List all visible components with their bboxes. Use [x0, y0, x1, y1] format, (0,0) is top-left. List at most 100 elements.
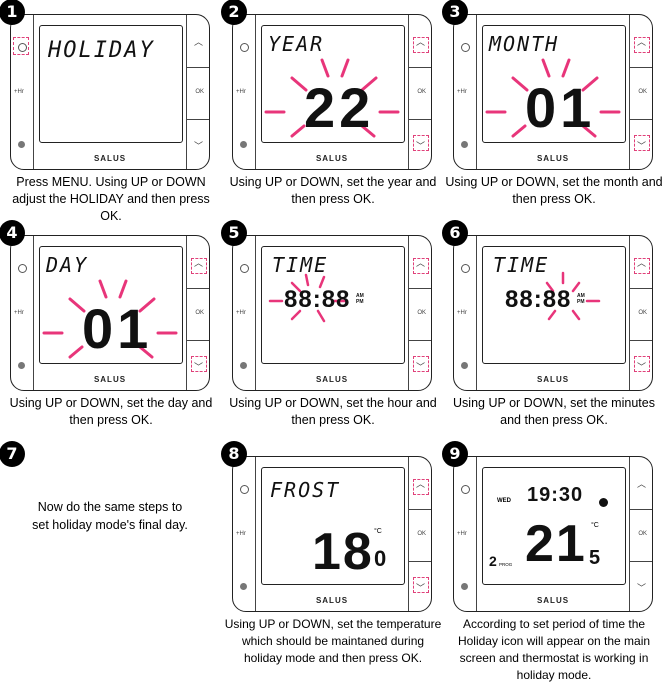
screen-label: MONTH [489, 32, 560, 56]
brand-logo: SALUS [93, 154, 127, 163]
thermostat-device: +Hr ︿ OK ﹀ WED 19:30 21 5 °C 2 PROG SALU… [453, 456, 653, 612]
step-caption: Now do the same steps to set holiday mod… [32, 500, 188, 532]
year-value: 22 [304, 76, 375, 139]
menu-button[interactable] [461, 43, 470, 52]
down-highlight [634, 135, 650, 151]
down-icon[interactable]: ﹀ [415, 362, 425, 372]
room-temperature: 21 [525, 515, 587, 573]
hr-button[interactable]: +Hr [14, 310, 24, 316]
lcd-screen: YEAR 22 [261, 25, 405, 143]
blink-rays [485, 58, 621, 138]
up-icon[interactable]: ︿ [193, 258, 203, 268]
lcd-screen: DAY 01 [39, 246, 183, 364]
time-value: 88:88 [505, 286, 572, 313]
lcd-screen: MONTH 01 [482, 25, 626, 143]
menu-button[interactable] [18, 264, 27, 273]
down-highlight [413, 356, 429, 372]
up-icon[interactable]: ︿ [636, 258, 646, 268]
up-icon[interactable]: ︿ [415, 258, 425, 268]
menu-button[interactable] [18, 43, 27, 52]
room-temperature-decimal: 5 [589, 547, 605, 569]
menu-button[interactable] [240, 264, 249, 273]
hr-button[interactable]: +Hr [236, 310, 246, 316]
power-button[interactable] [240, 362, 247, 369]
up-icon[interactable]: ︿ [415, 37, 425, 47]
down-icon[interactable]: ﹀ [636, 583, 646, 593]
step-4: 4 +Hr ︿ OK ﹀ DAY 01 SALUS Using UP or DO… [0, 220, 222, 442]
temperature-decimal: 0 [374, 546, 391, 571]
celsius-unit: °C [591, 522, 599, 529]
lcd-screen: HOLIDAY [39, 25, 183, 143]
celsius-unit: °C [374, 528, 382, 535]
hr-button[interactable]: +Hr [236, 531, 246, 537]
day-value: 01 [82, 297, 153, 360]
brand-logo: SALUS [536, 596, 570, 605]
down-icon[interactable]: ﹀ [636, 141, 646, 151]
menu-button[interactable] [461, 264, 470, 273]
power-button[interactable] [240, 141, 247, 148]
down-highlight [191, 356, 207, 372]
power-button[interactable] [461, 362, 468, 369]
up-highlight [413, 37, 429, 53]
weekday-label: WED [497, 498, 511, 504]
brand-logo: SALUS [315, 596, 349, 605]
step-1: 1 +Hr ︿ OK ﹀ HOLIDAY SALUS Press MENU. U… [0, 0, 222, 223]
menu-button[interactable] [240, 485, 249, 494]
ok-button[interactable]: OK [195, 89, 204, 95]
up-icon[interactable]: ︿ [636, 37, 646, 47]
menu-button[interactable] [461, 485, 470, 494]
step-number: 3 [442, 0, 468, 25]
ok-button[interactable]: OK [638, 89, 647, 95]
ok-button[interactable]: OK [638, 531, 647, 537]
ok-button[interactable]: OK [638, 310, 647, 316]
down-icon[interactable]: ﹀ [415, 583, 425, 593]
step-number: 1 [0, 0, 25, 25]
up-icon[interactable]: ︿ [636, 479, 646, 489]
step-8: 8 +Hr ︿ OK ﹀ FROST 18 0 °C SALUS Using U… [221, 441, 444, 665]
thermostat-device: +Hr ︿ OK ﹀ HOLIDAY SALUS [10, 14, 210, 170]
down-icon[interactable]: ﹀ [193, 362, 203, 372]
up-highlight [634, 37, 650, 53]
screen-label: FROST [270, 478, 341, 502]
step-caption: Using UP or DOWN, set the temperature wh… [224, 617, 442, 665]
step-number: 2 [221, 0, 247, 25]
up-icon[interactable]: ︿ [193, 37, 203, 47]
brand-logo: SALUS [536, 375, 570, 384]
hr-button[interactable]: +Hr [457, 310, 467, 316]
ok-button[interactable]: OK [417, 89, 426, 95]
step-number: 5 [221, 220, 247, 246]
brand-logo: SALUS [93, 375, 127, 384]
brand-logo: SALUS [315, 375, 349, 384]
power-button[interactable] [18, 141, 25, 148]
down-icon[interactable]: ﹀ [193, 141, 203, 151]
hr-button[interactable]: +Hr [236, 89, 246, 95]
power-button[interactable] [461, 583, 468, 590]
up-icon[interactable]: ︿ [415, 479, 425, 489]
menu-highlight [13, 37, 29, 55]
down-highlight [634, 356, 650, 372]
power-button[interactable] [18, 362, 25, 369]
blink-rays [264, 58, 400, 138]
ok-button[interactable]: OK [417, 310, 426, 316]
ok-button[interactable]: OK [417, 531, 426, 537]
screen-label: TIME [493, 253, 550, 277]
thermostat-device: +Hr ︿ OK ﹀ MONTH 01 SALUS [453, 14, 653, 170]
step-number: 6 [442, 220, 468, 246]
thermostat-device: +Hr ︿ OK ﹀ DAY 01 SALUS [10, 235, 210, 391]
down-icon[interactable]: ﹀ [636, 362, 646, 372]
holiday-icon [599, 498, 608, 507]
hr-button[interactable]: +Hr [457, 89, 467, 95]
down-icon[interactable]: ﹀ [415, 141, 425, 151]
ok-button[interactable]: OK [195, 310, 204, 316]
step-caption: Using UP or DOWN, set the hour and then … [229, 396, 437, 427]
power-button[interactable] [461, 141, 468, 148]
power-button[interactable] [240, 583, 247, 590]
thermostat-device: +Hr ︿ OK ﹀ FROST 18 0 °C SALUS [232, 456, 432, 612]
hr-button[interactable]: +Hr [457, 531, 467, 537]
menu-button[interactable] [240, 43, 249, 52]
hr-button[interactable]: +Hr [14, 89, 24, 95]
